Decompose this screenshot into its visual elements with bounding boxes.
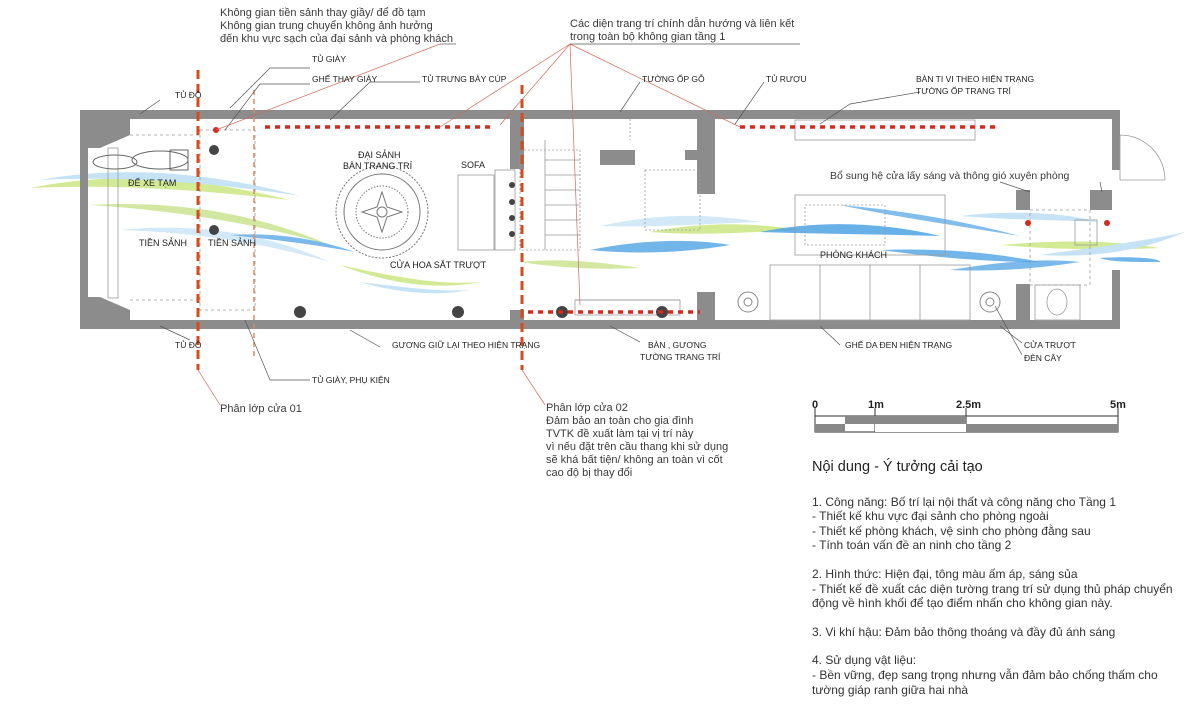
interior-lines (107, 119, 1166, 321)
lobby-note-line3: đến khu vực sạch của đại sảnh và phòng k… (220, 33, 453, 45)
label-tu-giay-phu-kien: TỦ GIÀY, PHỤ KIỆN (312, 374, 390, 385)
label-ban-guong: BÀN , GƯƠNG (648, 340, 706, 350)
room-tien-sanh-1: TIỀN SẢNH (139, 237, 187, 248)
walls-note-line1: Các diện trang trí chính dẫn hướng và li… (570, 17, 794, 30)
round-decorative-table (335, 165, 429, 259)
notes-line: 3. Vi khí hậu: Đảm bảo thông thoáng và đ… (812, 624, 1116, 639)
notes-line: 2. Hình thức: Hiện đại, tông màu ấm áp, … (812, 566, 1078, 581)
notes-line: - Thiết kế phòng khách, vệ sinh cho phòn… (812, 523, 1091, 538)
label-tu-ruou: TỦ RƯỢU (766, 73, 807, 84)
label-ghe-thay-giay: GHẾ THAY GIÀY (312, 74, 378, 84)
label-tuong-op-go: TƯỜNG ỐP GỖ (642, 73, 705, 84)
notes-line: - Bền vững, đẹp sang trọng nhưng vẫn đảm… (812, 667, 1158, 697)
notes-section-3: 3. Vi khí hậu: Đảm bảo thông thoáng và đ… (812, 625, 1187, 640)
room-tien-sanh-2: TIỀN SẢNH (208, 237, 256, 248)
leader-lines (139, 43, 1103, 406)
label-tu-do-bottom: TỦ ĐỒ (175, 339, 202, 350)
layer2-note-line1: Phân lớp cửa 02 (546, 402, 628, 414)
decorative-wall-markers (265, 125, 1000, 314)
layer1-note: Phân lớp cửa 01 (220, 403, 302, 415)
scale-tick-1m: 1m (868, 399, 884, 411)
label-cua-truot: CỬA TRƯỢT (1024, 339, 1076, 350)
notes-line: - Thiết kế đề xuất các diện tường trang … (812, 581, 1173, 611)
layer2-note-line5: sẽ khá bất tiện/ không an toàn vì cốt (546, 454, 723, 466)
label-tu-giay: TỦ GIÀY (312, 53, 346, 64)
label-tuong-trang-tri: TƯỜNG TRANG TRÍ (640, 352, 721, 362)
room-cua-hoa-sat-truot: CỬA HOA SẮT TRƯỢT (390, 259, 487, 270)
airflow-swooshes (30, 172, 1185, 294)
notes-heading: Nội dung - Ý tưởng cải tạo (812, 459, 983, 475)
layer2-note-line2: Đảm bảo an toàn cho gia đình (546, 415, 693, 427)
notes-section-4: 4. Sử dụng vật liệu: - Bền vững, đẹp san… (812, 653, 1187, 697)
red-point-markers (213, 127, 1110, 226)
scale-tick-0: 0 (812, 399, 818, 411)
renovation-notes: Nội dung - Ý tưởng cải tạo 1. Công năng:… (812, 460, 1187, 711)
door-layer-lines (196, 70, 524, 370)
room-ban-trang-tri: BÀN TRANG TRÍ (343, 161, 413, 171)
room-de-xe-tam: ĐỂ XE TẠM (128, 177, 176, 188)
room-sofa: SOFA (461, 160, 485, 170)
notes-line: - Tính toán vấn đề an ninh cho tầng 2 (812, 538, 1012, 553)
label-bo-sung-cua: Bổ sung hệ cửa lấy sáng và thông gió xuy… (830, 170, 1070, 182)
label-guong: GƯƠNG GIỮ LẠI THEO HIỆN TRẠNG (392, 340, 540, 350)
notes-line: - Thiết kế khu vực đại sảnh cho phòng ng… (812, 509, 1049, 524)
building-walls (80, 110, 1120, 329)
walls-note-line2: trong toàn bộ không gian tầng 1 (570, 31, 725, 43)
lobby-note-line2: Không gian trung chuyển không ảnh hưởng (220, 20, 433, 32)
notes-section-1: 1. Công năng: Bố trí lại nội thất và côn… (812, 495, 1187, 553)
notes-line: 4. Sử dụng vật liệu: (812, 653, 917, 668)
label-tuong-op-trang-tri: TƯỜNG ỐP TRANG TRÍ (916, 85, 1011, 96)
label-tu-trung-bay-cup: TỦ TRƯNG BÀY CÚP (422, 73, 507, 84)
layer2-note-line3: TVTK đề xuất làm tại vị trí này (546, 428, 694, 440)
notes-section-2: 2. Hình thức: Hiện đại, tông màu ấm áp, … (812, 567, 1187, 611)
floor-lamp-icons (737, 291, 1001, 313)
scale-tick-2-5m: 2.5m (956, 399, 981, 411)
room-dai-sanh: ĐẠI SẢNH (358, 149, 401, 160)
room-phong-khach: PHÒNG KHÁCH (820, 250, 887, 260)
label-ban-ti-vi: BÀN TI VI THEO HIỆN TRẠNG (916, 74, 1034, 84)
lobby-note-line1: Không gian tiền sảnh thay giầy/ để đồ tạ… (220, 7, 425, 19)
notes-line: 1. Công năng: Bố trí lại nội thất và côn… (812, 494, 1116, 509)
label-ghe-da-den: GHẾ DA ĐEN HIỆN TRẠNG (845, 340, 952, 350)
label-den-cay: ĐÈN CÂY (1024, 353, 1062, 363)
layer2-note-line6: cao độ bị thay đổi (546, 467, 632, 479)
scale-tick-5m: 5m (1110, 399, 1126, 411)
label-tu-do-top: TỦ ĐỒ (175, 89, 202, 100)
scale-bar (814, 408, 1119, 433)
motorbike-icon (92, 149, 189, 171)
layer2-note-line4: vì nếu đặt trên cầu thang khi sử dụng (546, 441, 728, 453)
